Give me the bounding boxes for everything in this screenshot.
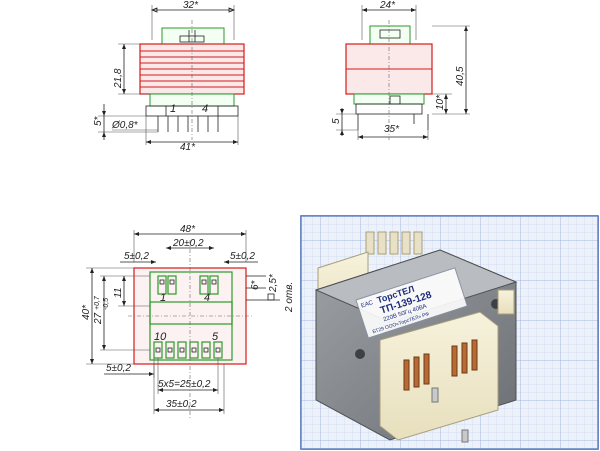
bottom-tol-upper: +0,7 [94, 295, 101, 310]
product-photo: ЕАС ТорсТЕЛ ТП-139-128 220В 50Гц 40ВА БТ… [300, 215, 599, 450]
bottom-dim-27: 27 [93, 312, 104, 325]
front-pin-label-4: 4 [202, 103, 208, 115]
bottom-pin-spacing-dim: 20±0,2 [172, 238, 204, 249]
bottom-left-offset-dim: 5±0,2 [124, 251, 149, 262]
side-base-height-dim: 10* [435, 94, 446, 110]
photo-front-pins [403, 339, 478, 443]
bottom-dim-2-5: 2,5* [268, 273, 279, 293]
side-bobbin-top [369, 25, 411, 45]
bottom-pin-label-4: 4 [204, 292, 210, 304]
side-total-height-dim: 40,5 [455, 66, 466, 86]
side-pin-length-dim: 5 [331, 118, 342, 124]
photo-top-pins [365, 231, 423, 255]
front-pins [157, 116, 219, 132]
photo-mark: ЕАС [360, 300, 374, 310]
bottom-right-offset-dim: 5±0,2 [230, 251, 255, 262]
bottom-view: 48* 20±0,2 5±0,2 5±0,2 1 4 [81, 224, 295, 420]
front-pin-diameter-dim: Ø0,8* [111, 120, 139, 131]
bottom-pin-label-1: 1 [160, 292, 166, 304]
side-top-width-dim: 24* [379, 0, 396, 11]
front-view: 32* 1 [93, 0, 245, 153]
bottom-hole-note: 2 отв. [284, 282, 295, 313]
bottom-dim-6: 6* [250, 279, 261, 290]
bottom-height-dim: 40* [81, 304, 92, 320]
front-base-width-dim: 41* [180, 142, 196, 153]
bottom-pitch-dim: 5x5=25±0,2 [158, 379, 211, 390]
bottom-upper-pins [157, 275, 219, 295]
bottom-pin-label-10: 10 [154, 331, 167, 343]
front-pin-label-1: 1 [170, 103, 176, 115]
front-pin-length-dim: 5* [93, 115, 104, 126]
photo-bobbin-front [379, 311, 499, 441]
side-base-width-dim: 35* [384, 124, 400, 135]
bottom-overall-width-dim: 48* [180, 224, 196, 235]
front-top-width-dim: 32* [183, 0, 199, 11]
bottom-dim-11: 11 [113, 288, 124, 298]
bottom-row-span-dim: 35±0,2 [166, 399, 197, 410]
bottom-tol-lower: -0,5 [103, 298, 110, 310]
photo-hole-left [355, 349, 365, 359]
bottom-offset-dim: 5±0,2 [106, 363, 131, 374]
photo-label: ЕАС ТорсТЕЛ ТП-139-128 220В 50Гц 40ВА БТ… [355, 267, 468, 339]
front-core-height-dim: 21,8 [113, 68, 124, 89]
side-view: 24* 40,5 10* 5 35* [331, 0, 470, 140]
bottom-pin-label-5: 5 [212, 331, 219, 343]
